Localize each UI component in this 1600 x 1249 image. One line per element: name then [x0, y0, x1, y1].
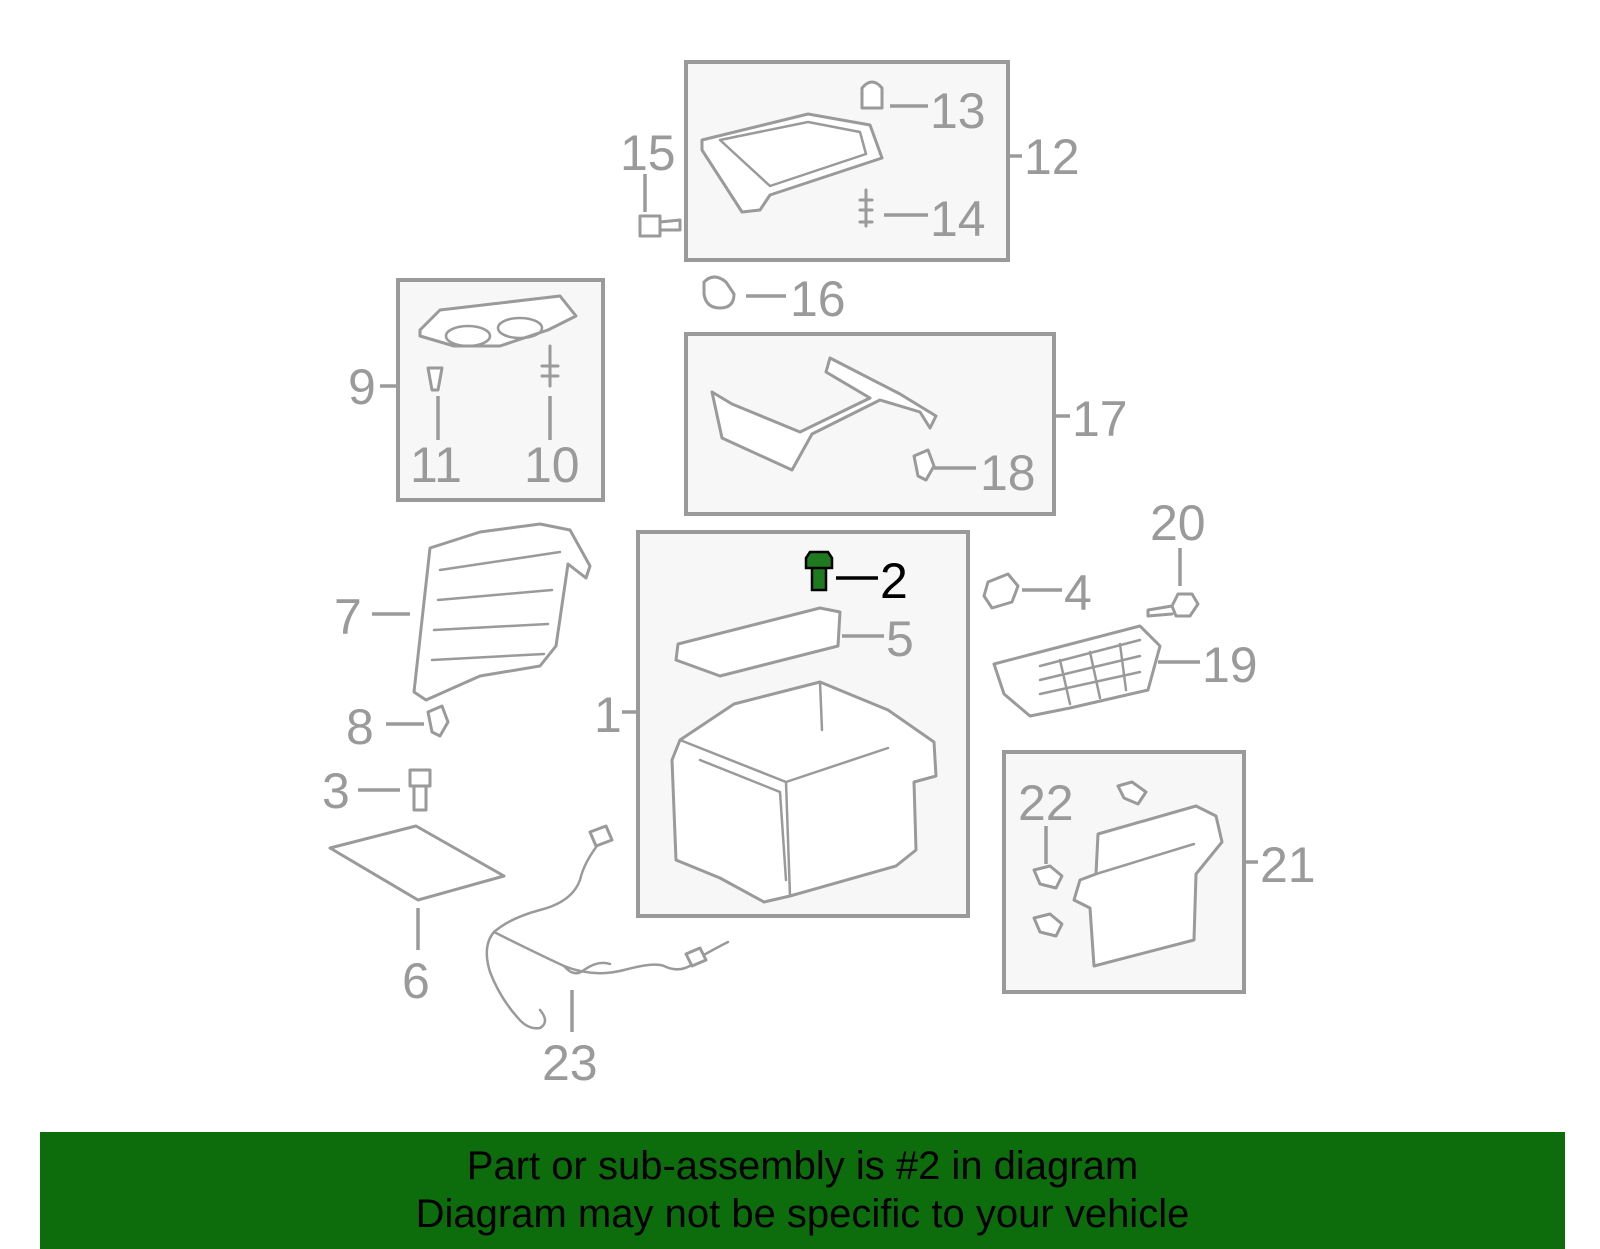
group-21: 22 21 [1002, 750, 1316, 994]
clip-part [426, 366, 444, 392]
clip-part [1032, 864, 1064, 890]
callout-12: 12 [1024, 129, 1080, 185]
callout-1: 1 [594, 687, 622, 743]
side-panel-part [412, 522, 592, 702]
info-banner: Part or sub-assembly is #2 in diagram Di… [40, 1132, 1565, 1249]
group-12: 13 14 12 15 [620, 60, 1080, 262]
callout-2: 2 [880, 553, 908, 609]
callout-3: 3 [322, 763, 350, 819]
clip-part [1116, 780, 1148, 806]
clip-part [426, 704, 450, 738]
banner-line-1: Part or sub-assembly is #2 in diagram [466, 1144, 1139, 1188]
callout-16: 16 [790, 271, 846, 327]
callout-6: 6 [402, 953, 430, 1009]
console-bracket-part [710, 356, 938, 472]
bolt-part-2 [804, 550, 834, 592]
clip-part [860, 80, 884, 110]
banner-line-2: Diagram may not be specific to your vehi… [415, 1192, 1190, 1236]
group-9: 9 11 10 [348, 278, 605, 502]
clip-part-4 [982, 572, 1020, 610]
callout-10: 10 [524, 437, 580, 493]
group-23: 23 [485, 824, 730, 1091]
callout-4: 4 [1064, 565, 1092, 621]
callout-18: 18 [980, 445, 1036, 501]
callout-19: 19 [1202, 637, 1258, 693]
clamp-part [702, 275, 736, 310]
group-left: 7 8 3 6 [322, 522, 592, 1009]
group-17: 18 17 [684, 332, 1128, 516]
clip-part [1032, 912, 1064, 938]
callout-20: 20 [1150, 495, 1206, 551]
group-1: 2 5 1 [594, 530, 970, 918]
console-box-part [670, 680, 938, 904]
screw-part [540, 344, 560, 388]
clip-part [912, 448, 936, 482]
callout-9: 9 [348, 359, 376, 415]
console-panel-part [700, 112, 884, 214]
bolt-part [638, 214, 682, 238]
upper-box-part [674, 606, 842, 678]
connector-part [588, 824, 614, 848]
callout-22: 22 [1018, 775, 1074, 831]
screw-part-20 [1146, 592, 1200, 618]
group-right: 4 20 19 [982, 495, 1258, 718]
banner-background [40, 1132, 1565, 1249]
callout-5: 5 [886, 611, 914, 667]
highlighted-part-2: 2 [804, 550, 908, 609]
callout-11: 11 [410, 437, 462, 493]
callout-15: 15 [620, 125, 676, 181]
callout-23: 23 [542, 1035, 598, 1091]
mat-part [328, 824, 506, 902]
callout-14: 14 [930, 191, 986, 247]
callout-8: 8 [346, 699, 374, 755]
callout-7: 7 [334, 589, 362, 645]
screw-part [858, 188, 874, 228]
bolt-part [408, 768, 432, 812]
group-16: 16 [702, 271, 846, 327]
callout-13: 13 [930, 83, 986, 139]
callout-21: 21 [1260, 837, 1316, 893]
connector-part [684, 946, 708, 968]
callout-17: 17 [1072, 391, 1128, 447]
